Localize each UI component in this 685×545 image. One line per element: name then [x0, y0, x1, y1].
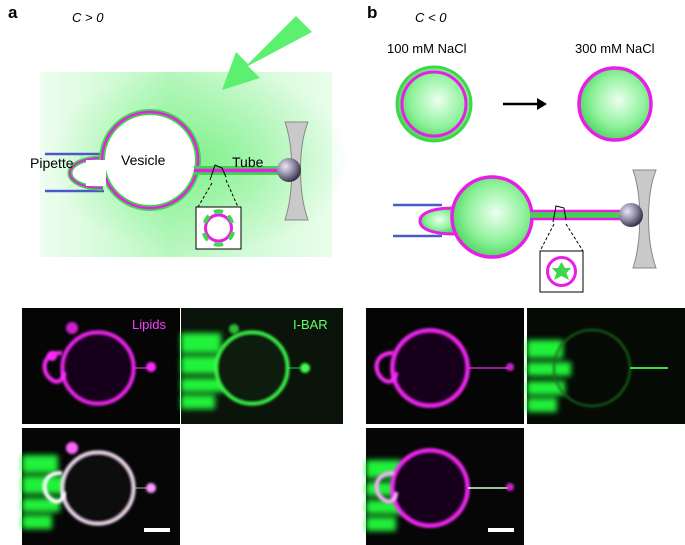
- panel-a-schematic: a C > 0: [8, 3, 350, 257]
- micrograph-a-merge: [22, 428, 180, 545]
- tube-label: Tube: [232, 154, 264, 170]
- ibar-channel-label: I-BAR: [293, 317, 328, 332]
- panel-b-letter: b: [367, 3, 377, 22]
- vesicle-after: [577, 66, 653, 142]
- salt-before-label: 100 mM NaCl: [387, 41, 467, 56]
- vesicle-a: [67, 109, 284, 211]
- vesicle-before: [395, 65, 473, 143]
- scale-bar-a: [144, 528, 170, 532]
- micrograph-b-merge: [366, 428, 524, 545]
- pipette-label: Pipette: [30, 155, 74, 171]
- bead-a: [277, 158, 301, 182]
- panel-a-condition: C > 0: [72, 10, 104, 25]
- lipids-channel-label: Lipids: [132, 317, 166, 332]
- bead-b: [619, 203, 643, 227]
- tube-cross-section-inset-b: [539, 205, 584, 293]
- tube-cross-section-inset-a: [195, 164, 242, 250]
- salt-after-label: 300 mM NaCl: [575, 41, 655, 56]
- micrograph-a-ibar: I-BAR: [181, 308, 343, 424]
- panel-a-letter: a: [8, 3, 18, 22]
- micrograph-b-lipids: [366, 308, 524, 424]
- micrograph-a-lipids: Lipids: [22, 308, 180, 424]
- transition-arrow: [503, 98, 547, 110]
- pipette-b: [393, 203, 442, 238]
- micrograph-b-ibar: [527, 308, 685, 424]
- optical-trap-b: [632, 169, 657, 269]
- protein-flow-arrow: [222, 16, 312, 90]
- pipette: [45, 152, 104, 193]
- vesicle-b: [418, 175, 628, 259]
- panel-b-schematic: b C < 0 100 mM NaCl 300 mM NaCl: [367, 3, 657, 293]
- vesicle-label: Vesicle: [121, 152, 166, 168]
- scale-bar-b: [488, 528, 514, 532]
- panel-b-condition: C < 0: [415, 10, 447, 25]
